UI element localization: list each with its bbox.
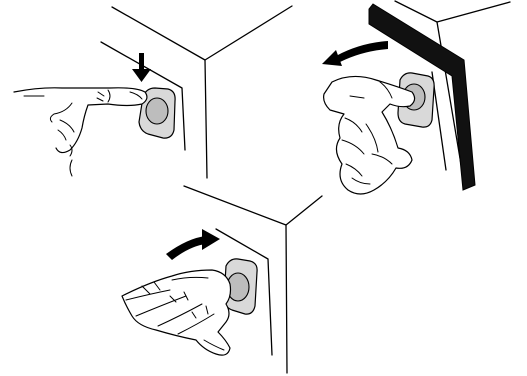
panel-press-button [13,5,293,179]
door-edge-shadow [368,3,476,191]
panel-open-right [121,185,323,374]
hand-open-fingers [121,269,232,356]
left-curved-arrow [322,41,388,66]
cabinet-corner-2 [368,0,511,191]
release-button-1 [138,87,176,139]
down-arrow [132,53,151,82]
right-curved-arrow [166,229,220,260]
hand-pulling [323,75,416,195]
hand-index-finger [13,87,148,177]
panel-open-left [322,0,511,195]
cabinet-corner-1 [100,5,293,179]
cabinet-corner-3 [183,185,323,374]
